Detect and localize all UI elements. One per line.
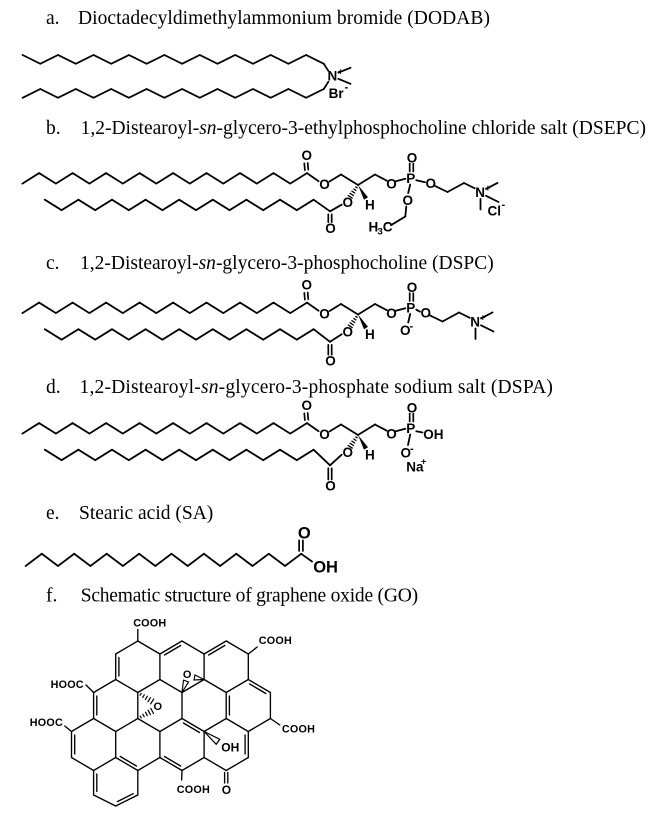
svg-text:3: 3 bbox=[378, 226, 383, 237]
svg-text:HOOC: HOOC bbox=[51, 679, 84, 691]
svg-text:COOH: COOH bbox=[282, 724, 315, 736]
svg-text:-: - bbox=[410, 321, 414, 333]
svg-text:H: H bbox=[365, 448, 375, 463]
svg-text:Stearic acid (SA): Stearic acid (SA) bbox=[79, 503, 213, 524]
svg-text:Dioctadecyldimethylammonium br: Dioctadecyldimethylammonium bromide (DOD… bbox=[78, 8, 490, 29]
svg-text:O: O bbox=[302, 398, 313, 413]
svg-text:O: O bbox=[298, 525, 311, 543]
svg-text:COOH: COOH bbox=[133, 618, 166, 630]
svg-text:O: O bbox=[421, 306, 432, 321]
svg-text:c.: c. bbox=[46, 253, 60, 274]
svg-text:O: O bbox=[407, 400, 418, 415]
svg-text:OH: OH bbox=[423, 427, 443, 442]
svg-text:N: N bbox=[328, 68, 338, 83]
svg-text:O: O bbox=[302, 278, 313, 293]
svg-text:a.: a. bbox=[46, 8, 60, 29]
svg-text:OH: OH bbox=[221, 741, 239, 755]
svg-text:COOH: COOH bbox=[177, 784, 210, 796]
svg-text:O: O bbox=[386, 426, 397, 441]
svg-text:N: N bbox=[470, 315, 480, 330]
svg-text:O: O bbox=[426, 176, 437, 191]
svg-text:Br: Br bbox=[329, 86, 345, 101]
svg-text:O: O bbox=[183, 669, 192, 681]
svg-text:O: O bbox=[400, 323, 411, 338]
svg-text:O: O bbox=[325, 479, 336, 494]
svg-text:O: O bbox=[319, 427, 330, 442]
svg-text:H: H bbox=[365, 327, 375, 342]
svg-text:-: - bbox=[345, 82, 349, 94]
svg-text:H: H bbox=[369, 220, 379, 235]
svg-text:O: O bbox=[222, 783, 231, 797]
svg-text:O: O bbox=[407, 150, 418, 165]
svg-text:O: O bbox=[325, 221, 336, 236]
svg-text:Schematic structure of graphen: Schematic structure of graphene oxide (G… bbox=[81, 585, 418, 606]
svg-text:P: P bbox=[406, 421, 415, 436]
svg-text:P: P bbox=[406, 301, 415, 316]
svg-text:+: + bbox=[421, 457, 426, 467]
svg-text:1,2-Distearoyl-sn-glycero-3-ph: 1,2-Distearoyl-sn-glycero-3-phosphate so… bbox=[80, 377, 554, 398]
svg-text:O: O bbox=[319, 307, 330, 322]
svg-text:P: P bbox=[406, 171, 415, 186]
svg-text:O: O bbox=[154, 701, 163, 713]
svg-text:OH: OH bbox=[313, 558, 338, 576]
svg-text:O: O bbox=[403, 193, 414, 208]
svg-text:O: O bbox=[386, 176, 397, 191]
svg-text:H: H bbox=[365, 198, 375, 213]
svg-text:+: + bbox=[485, 183, 490, 193]
svg-text:b.: b. bbox=[46, 118, 61, 139]
svg-text:C: C bbox=[383, 220, 393, 235]
svg-text:1,2-Distearoyl-sn-glycero-3-et: 1,2-Distearoyl-sn-glycero-3-ethylphospho… bbox=[81, 118, 646, 139]
svg-text:O: O bbox=[401, 446, 412, 461]
svg-text:COOH: COOH bbox=[259, 635, 292, 647]
svg-text:O: O bbox=[343, 325, 354, 340]
svg-text:O: O bbox=[343, 195, 354, 210]
svg-text:O: O bbox=[407, 280, 418, 295]
svg-text:O: O bbox=[319, 177, 330, 192]
svg-text:+: + bbox=[480, 312, 485, 322]
svg-text:N: N bbox=[475, 185, 485, 200]
svg-text:-: - bbox=[502, 199, 506, 211]
svg-text:O: O bbox=[302, 148, 313, 163]
svg-text:1,2-Distearoyl-sn-glycero-3-ph: 1,2-Distearoyl-sn-glycero-3-phosphocholi… bbox=[80, 253, 494, 274]
svg-text:+: + bbox=[338, 66, 343, 76]
svg-text:-: - bbox=[410, 443, 414, 455]
svg-text:d.: d. bbox=[46, 377, 61, 398]
svg-text:HOOC: HOOC bbox=[30, 717, 63, 729]
svg-text:e.: e. bbox=[46, 503, 60, 524]
svg-text:Cl: Cl bbox=[488, 204, 502, 219]
svg-text:O: O bbox=[325, 354, 336, 369]
svg-text:O: O bbox=[386, 306, 397, 321]
svg-text:f.: f. bbox=[46, 585, 57, 606]
svg-text:Na: Na bbox=[406, 459, 424, 474]
svg-text:O: O bbox=[343, 445, 354, 460]
